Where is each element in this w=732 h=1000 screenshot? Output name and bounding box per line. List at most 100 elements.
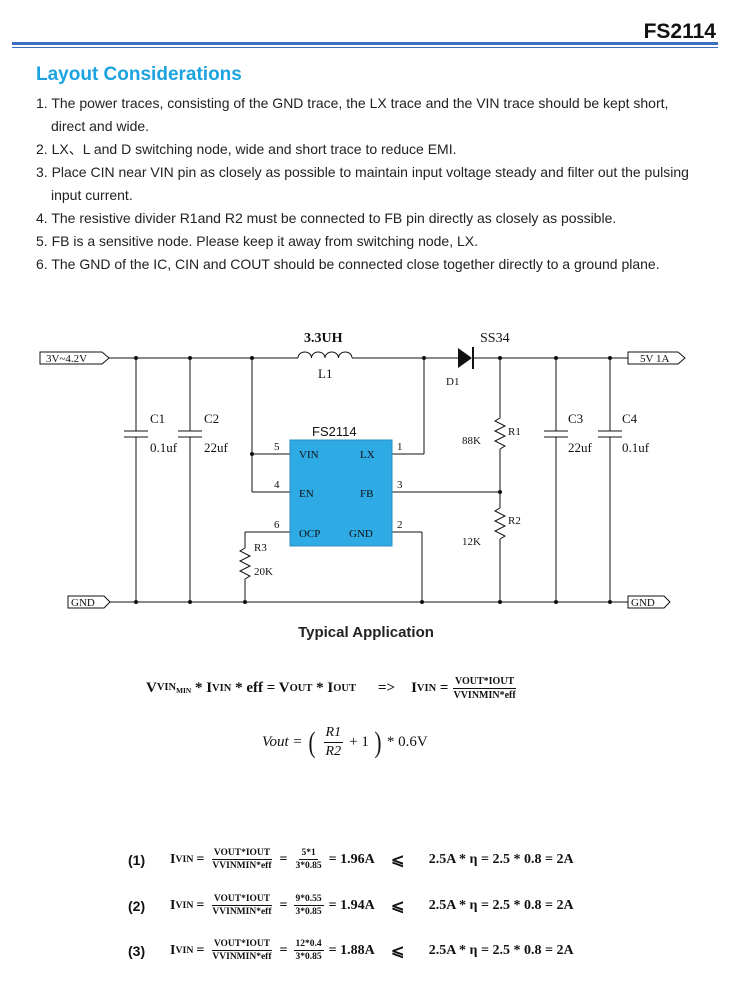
calc-eq: = <box>279 897 288 913</box>
calc-sub: VIN <box>175 900 194 911</box>
calc-text: I <box>170 942 176 958</box>
calc-text: I <box>170 897 176 913</box>
c4-ref: C4 <box>622 411 638 426</box>
calc-label: (3) <box>128 942 146 959</box>
formula-sub: OUT <box>333 683 356 694</box>
fraction-numerator: 5*1 <box>299 848 318 860</box>
r1-ref: R1 <box>508 426 521 438</box>
fraction-denominator: VVINMIN*eff <box>212 907 272 917</box>
formula-sub: OUT <box>289 683 313 694</box>
pin-number: 1 <box>397 441 403 453</box>
calc-text: I <box>170 851 176 867</box>
input-voltage-label: 3V~4.2V <box>46 353 87 365</box>
pin-number: 6 <box>274 519 280 531</box>
gnd-left-label: GND <box>71 597 95 609</box>
formula-text: + 1 <box>349 734 369 750</box>
fraction-denominator: VVINMIN*eff <box>212 952 272 962</box>
calc-result: = 1.94A <box>328 897 375 913</box>
output-port-icon <box>627 351 686 365</box>
part-number: FS2114 <box>643 20 716 43</box>
calc-rhs: 2.5A * η = 2.5 * 0.8 = 2A <box>428 897 574 913</box>
formula-text: * 0.6V <box>386 734 428 750</box>
pin-ocp-label: OCP <box>299 528 320 540</box>
resistor-r2-icon <box>493 507 507 540</box>
inductor-icon <box>297 351 353 359</box>
calc-eq: = <box>196 942 205 958</box>
c1-ref: C1 <box>150 411 165 426</box>
formula-sub: VIN <box>156 682 177 693</box>
formula-text: V <box>146 680 157 696</box>
fraction-numerator: 12*0.4 <box>293 939 324 951</box>
pin-gnd-label: GND <box>349 528 373 540</box>
calc-label: (1) <box>128 851 146 868</box>
gnd-right-label: GND <box>631 597 655 609</box>
formula-paren: ( <box>308 725 316 759</box>
header-rule-thin <box>12 47 718 48</box>
calc-rhs: 2.5A * η = 2.5 * 0.8 = 2A <box>428 851 574 867</box>
calc-eq: = <box>279 942 288 958</box>
calc-result: = 1.88A <box>328 942 375 958</box>
calc-sub: VIN <box>175 945 194 956</box>
fraction-numerator: R1 <box>323 725 344 743</box>
calc-leq: ⩽ <box>391 851 405 869</box>
fraction-denominator: 3*0.85 <box>295 861 322 871</box>
fraction-denominator: VVINMIN*eff <box>212 861 272 871</box>
figure-caption: Typical Application <box>298 624 434 641</box>
fraction-denominator: 3*0.85 <box>295 907 322 917</box>
diode-value: SS34 <box>480 331 510 346</box>
inductor-ref: L1 <box>318 366 332 381</box>
fraction-numerator: VOUT*IOUT <box>211 848 273 860</box>
c4-value: 0.1uf <box>622 440 650 455</box>
output-label: 5V 1A <box>640 353 669 365</box>
gnd-port-left-icon <box>67 595 111 609</box>
c2-value: 22uf <box>204 440 229 455</box>
ic-body <box>289 439 393 547</box>
fraction-numerator: VOUT*IOUT <box>211 939 273 951</box>
layout-considerations-list: 1. The power traces, consisting of the G… <box>36 92 696 276</box>
fraction-numerator: VOUT*IOUT <box>452 676 517 689</box>
pin-number: 2 <box>397 519 403 531</box>
calc-result: = 1.96A <box>328 851 375 867</box>
list-item: 2. LX、L and D switching node, wide and s… <box>36 141 457 157</box>
resistor-r3-icon <box>238 547 252 580</box>
pin-en-label: EN <box>299 488 314 500</box>
r3-ref: R3 <box>254 542 267 554</box>
list-item: 3. Place CIN near VIN pin as closely as … <box>36 164 689 203</box>
fraction-denominator: R2 <box>325 744 342 759</box>
vout-formula: Vout = ( R1 R2 + 1 ) * 0.6V <box>262 725 428 760</box>
formula-text: Vout = <box>262 734 303 750</box>
fraction-numerator: 9*0.55 <box>293 894 324 906</box>
pin-number: 3 <box>397 479 403 491</box>
gnd-port-right-icon <box>627 595 671 609</box>
diode-ref: D1 <box>446 376 459 388</box>
list-item: 5. FB is a sensitive node. Please keep i… <box>36 233 479 249</box>
c2-ref: C2 <box>204 411 219 426</box>
fraction-denominator: 3*0.85 <box>295 952 322 962</box>
section-title: Layout Considerations <box>36 64 242 85</box>
r2-value: 12K <box>462 536 481 548</box>
list-item: 1. The power traces, consisting of the G… <box>36 95 669 134</box>
formula-text: * eff = V <box>231 680 290 696</box>
formula-paren: ) <box>374 725 382 759</box>
calc-eq: = <box>196 851 205 867</box>
c3-value: 22uf <box>568 440 593 455</box>
ic-name: FS2114 <box>312 424 357 439</box>
resistor-r1-icon <box>493 417 507 450</box>
c3-ref: C3 <box>568 411 583 426</box>
inductor-value: 3.3UH <box>304 331 343 346</box>
formula-subsub: MIN <box>176 686 192 695</box>
diode-icon <box>458 348 472 368</box>
calc-eq: = <box>279 851 288 867</box>
r3-value: 20K <box>254 566 273 578</box>
calc-rhs: 2.5A * η = 2.5 * 0.8 = 2A <box>428 942 574 958</box>
calc-leq: ⩽ <box>391 897 405 915</box>
fraction-numerator: VOUT*IOUT <box>211 894 273 906</box>
